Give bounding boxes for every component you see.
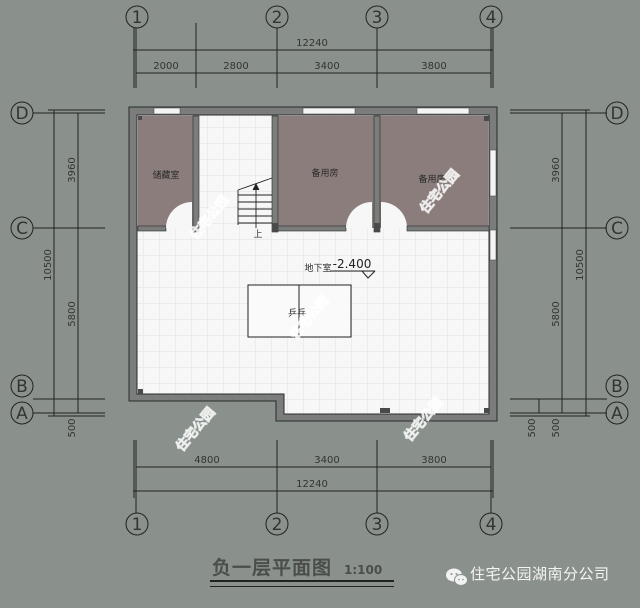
room-label-basement: 地下室 — [304, 262, 331, 274]
axis-label-3-bottom: 3 — [372, 515, 383, 535]
windows — [153, 107, 497, 261]
brand-text: 住宅公园湖南分公司 — [470, 565, 610, 583]
dim-right-seg-2: 5800 — [551, 301, 562, 326]
axis-label-a-left: A — [16, 404, 28, 424]
spare-room-2 — [373, 115, 490, 233]
dim-right-seg-3: 500 — [527, 418, 538, 437]
axis-label-2-bottom: 2 — [272, 515, 283, 535]
dim-top-total: 12240 — [296, 38, 328, 49]
column-axis-bubbles-bottom — [125, 440, 503, 536]
axis-label-d-left: D — [15, 104, 28, 124]
dim-top-seg-3: 3400 — [314, 61, 339, 72]
dim-left-seg-1: 3960 — [67, 157, 78, 182]
spare-room-1 — [271, 115, 374, 233]
drawing-title-text: 负一层平面图 — [212, 557, 333, 579]
column-axis-bubbles-top — [125, 5, 503, 88]
watermark-4: 住宅公园 — [173, 404, 219, 454]
dim-right-total: 10500 — [575, 249, 586, 281]
staircase — [237, 177, 273, 228]
dim-bottom-seg-3: 3800 — [421, 455, 446, 466]
room-label-storage: 储藏室 — [152, 169, 179, 181]
title-underline — [210, 580, 394, 587]
axis-label-1-top: 1 — [132, 8, 143, 28]
drawing-title: 负一层平面图 1:100 — [212, 553, 382, 580]
drawing-scale: 1:100 — [344, 563, 383, 577]
dim-right-seg-4: 500 — [551, 418, 562, 437]
dim-bottom-total: 12240 — [296, 479, 328, 490]
room-label-spare-2: 备用房 — [418, 173, 445, 185]
dim-top-seg-2: 2800 — [223, 61, 248, 72]
dim-left-seg-2: 5800 — [67, 301, 78, 326]
dim-top-seg-4: 3800 — [421, 61, 446, 72]
axis-label-c-left: C — [16, 219, 28, 239]
dim-bottom-seg-2: 3400 — [314, 455, 339, 466]
row-axis-bubbles-right — [510, 101, 629, 425]
ping-pong-table — [247, 284, 352, 338]
dim-left-total: 10500 — [43, 249, 54, 281]
axis-label-4-bottom: 4 — [486, 515, 497, 535]
elevation-value: -2.400 — [333, 257, 372, 271]
brand-caption: 住宅公园湖南分公司 — [470, 563, 610, 584]
dim-bottom-seg-1: 4800 — [194, 455, 219, 466]
axis-label-b-left: B — [16, 377, 28, 397]
axis-label-a-right: A — [611, 404, 623, 424]
stair-up-label: 上 — [253, 229, 262, 240]
elevation-marker — [330, 270, 376, 279]
room-label-ping-pong: 乒乓 — [288, 307, 306, 319]
axis-label-1-bottom: 1 — [132, 515, 143, 535]
axis-label-c-right: C — [611, 219, 623, 239]
dim-left-seg-3: 500 — [67, 418, 78, 437]
axis-label-b-right: B — [611, 377, 623, 397]
wechat-icon — [446, 568, 468, 586]
room-label-spare-1: 备用房 — [311, 167, 338, 179]
structural-columns — [138, 116, 489, 413]
axis-label-d-right: D — [610, 104, 623, 124]
storage-room — [137, 115, 200, 233]
axis-label-4-top: 4 — [486, 8, 497, 28]
dim-right-seg-1: 3960 — [551, 157, 562, 182]
axis-label-2-top: 2 — [272, 8, 283, 28]
axis-label-3-top: 3 — [372, 8, 383, 28]
dim-top-seg-1: 2000 — [153, 61, 178, 72]
row-axis-bubbles-left — [10, 101, 105, 425]
